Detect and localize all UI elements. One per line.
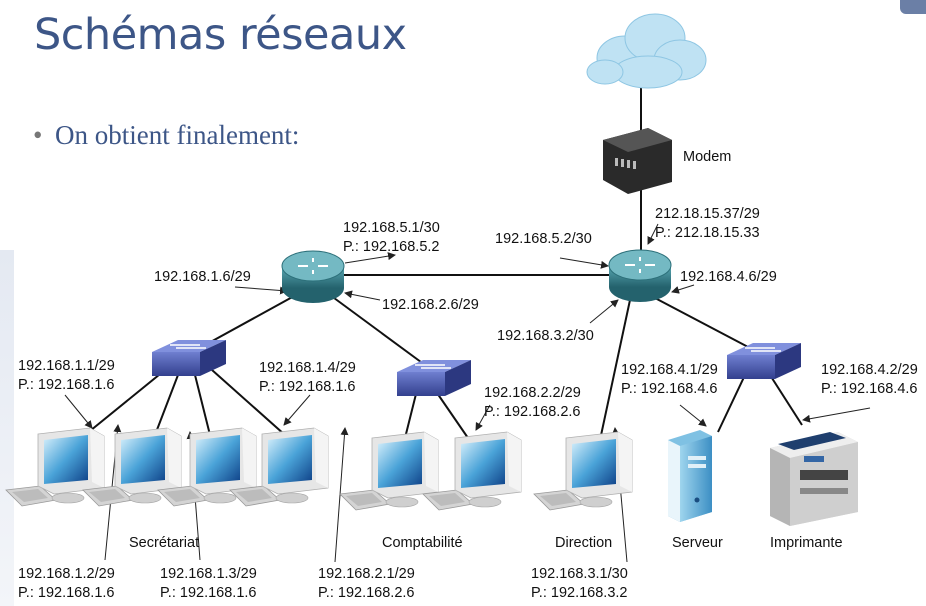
arrow-r2-wan (647, 223, 659, 245)
server-ip: 192.168.4.1/29 (621, 362, 718, 378)
switch-serveur-icon (727, 343, 801, 379)
printer-label: Imprimante (770, 535, 843, 551)
pc2-ip: 192.168.1.2/29 (18, 566, 115, 582)
cable-switch2-pc2 (434, 389, 469, 439)
arrow-r2-lan4 (671, 284, 695, 294)
router-2-link-ip: 192.168.5.2/30 (495, 231, 592, 247)
modem-wan-ip: 212.18.15.37/29 (655, 206, 760, 222)
slide-corner-decoration (900, 0, 926, 14)
pc-secretariat-4-icon (229, 427, 329, 507)
server-gateway: P.: 192.168.4.6 (621, 381, 718, 397)
pc-comptabilite-1-icon (339, 431, 439, 511)
arrow-server (679, 404, 707, 427)
compta2-gateway: P.: 192.168.2.6 (484, 404, 581, 420)
cable-switch1-pc4 (211, 369, 286, 436)
cable-router1-switch2 (329, 294, 426, 366)
router-2-lan3-ip: 192.168.3.2/30 (497, 328, 594, 344)
router-2-icon (608, 249, 672, 302)
modem-wan-address: 212.18.15.37/29 P.: 212.18.15.33 (655, 205, 760, 243)
pc1-address: 192.168.1.1/29 P.: 192.168.1.6 (18, 357, 115, 395)
pc4-address: 192.168.1.4/29 P.: 192.168.1.6 (259, 359, 356, 397)
pc3-gateway: P.: 192.168.1.6 (160, 585, 257, 601)
cable-switch2-pc1 (404, 389, 418, 439)
compta1-address: 192.168.2.1/29 P.: 192.168.2.6 (318, 565, 415, 603)
pc1-gateway: P.: 192.168.1.6 (18, 377, 115, 393)
router-1-link-address: 192.168.5.1/30 P.: 192.168.5.2 (343, 219, 440, 257)
router-1-icon (281, 250, 345, 303)
arrow-compta1 (334, 427, 349, 563)
cable-router2-direction (599, 299, 631, 441)
switch-comptabilite-icon (397, 360, 471, 396)
server-icon (668, 430, 712, 522)
direction-gateway: P.: 192.168.3.2 (531, 585, 628, 601)
arrow-compta2 (475, 404, 491, 431)
cable-switch3-printer (769, 374, 803, 426)
pc2-address: 192.168.1.2/29 P.: 192.168.1.6 (18, 565, 115, 603)
pc3-ip: 192.168.1.3/29 (160, 566, 257, 582)
compta1-gateway: P.: 192.168.2.6 (318, 585, 415, 601)
pc-secretariat-1-icon (5, 427, 105, 507)
printer-gateway: P.: 192.168.4.6 (821, 381, 918, 397)
printer-icon (770, 432, 858, 526)
printer-ip: 192.168.4.2/29 (821, 362, 918, 378)
arrow-r2-lan3 (589, 299, 619, 324)
pc4-ip: 192.168.1.4/29 (259, 360, 356, 376)
compta2-address: 192.168.2.2/29 P.: 192.168.2.6 (484, 384, 581, 422)
pc-comptabilite-2-icon (422, 431, 522, 511)
modem-icon (603, 128, 672, 194)
pc-direction-icon (533, 431, 633, 511)
cable-switch1-pc2 (154, 374, 179, 436)
arrow-r1-lan1 (234, 286, 288, 295)
pc-secretariat-3-icon (157, 427, 257, 507)
router-1-lan1-ip: 192.168.1.6/29 (154, 269, 251, 285)
router-2-lan4-ip: 192.168.4.6/29 (680, 269, 777, 285)
arrow-r1-lan2 (344, 290, 381, 301)
arrow-pc1 (64, 394, 93, 429)
arrow-printer (802, 407, 871, 423)
slide-title: Schémas réseaux (34, 10, 407, 60)
arrow-r1-link (344, 252, 396, 264)
cable-switch3-server (717, 374, 746, 433)
bullet-dot: • (33, 120, 43, 150)
pc4-gateway: P.: 192.168.1.6 (259, 379, 356, 395)
compta1-ip: 192.168.2.1/29 (318, 566, 415, 582)
group-secretariat-label: Secrétariat (129, 535, 200, 551)
server-label: Serveur (672, 535, 723, 551)
modem-wan-gateway: P.: 212.18.15.33 (655, 225, 760, 241)
server-address: 192.168.4.1/29 P.: 192.168.4.6 (621, 361, 718, 399)
arrow-r2-link (559, 257, 609, 269)
pc-secretariat-2-icon (82, 427, 182, 507)
switch-secretariat-icon (152, 340, 226, 376)
arrow-pc4 (283, 394, 311, 426)
direction-address: 192.168.3.1/30 P.: 192.168.3.2 (531, 565, 628, 603)
annotation-arrows (64, 223, 871, 563)
cable-router2-switch3 (654, 297, 751, 349)
compta2-ip: 192.168.2.2/29 (484, 385, 581, 401)
printer-address: 192.168.4.2/29 P.: 192.168.4.6 (821, 361, 918, 399)
group-comptabilite-label: Comptabilité (382, 535, 463, 551)
cable-switch1-pc3 (194, 374, 211, 436)
group-direction-label: Direction (555, 535, 613, 551)
router-1-link-ip: 192.168.5.1/30 (343, 220, 440, 236)
modem-label: Modem (683, 149, 732, 165)
direction-ip: 192.168.3.1/30 (531, 566, 628, 582)
pc1-ip: 192.168.1.1/29 (18, 358, 115, 374)
bullet-item: • On obtient finalement: (33, 120, 299, 151)
cable-switch1-pc1 (84, 369, 166, 436)
router-1-link-gateway: P.: 192.168.5.2 (343, 239, 440, 255)
pc3-address: 192.168.1.3/29 P.: 192.168.1.6 (160, 565, 257, 603)
internet-cloud-icon (586, 13, 707, 89)
pc2-gateway: P.: 192.168.1.6 (18, 585, 115, 601)
slide-left-decoration (0, 250, 14, 606)
router-1-lan2-ip: 192.168.2.6/29 (382, 297, 479, 313)
computers (5, 427, 633, 511)
bullet-text: On obtient finalement: (55, 120, 300, 150)
